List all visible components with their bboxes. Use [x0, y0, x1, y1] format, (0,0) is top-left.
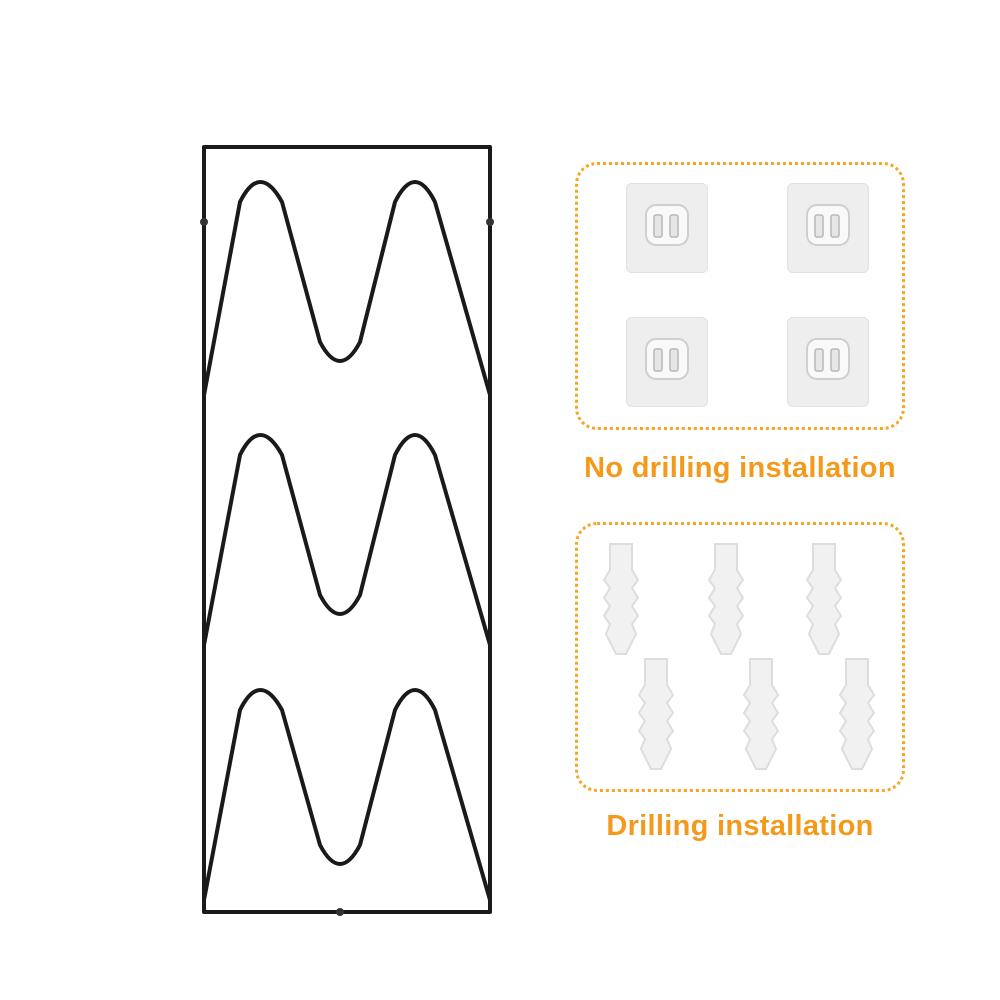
wall-anchor-icon [799, 540, 849, 660]
adhesive-hook-icon [787, 183, 869, 273]
adhesive-hook-icon [626, 317, 708, 407]
wall-anchor-icon [631, 655, 681, 775]
pot-lid-rack-image [190, 140, 510, 920]
drilling-panel [575, 522, 905, 792]
wall-anchor-icon [736, 655, 786, 775]
wall-anchor-icon [701, 540, 751, 660]
adhesive-hook-icon [787, 317, 869, 407]
no-drilling-panel [575, 162, 905, 430]
adhesive-hook-icon [626, 183, 708, 273]
no-drilling-caption: No drilling installation [584, 452, 896, 484]
wall-anchor-icon [832, 655, 882, 775]
drilling-caption: Drilling installation [606, 810, 874, 842]
wall-anchor-icon [596, 540, 646, 660]
